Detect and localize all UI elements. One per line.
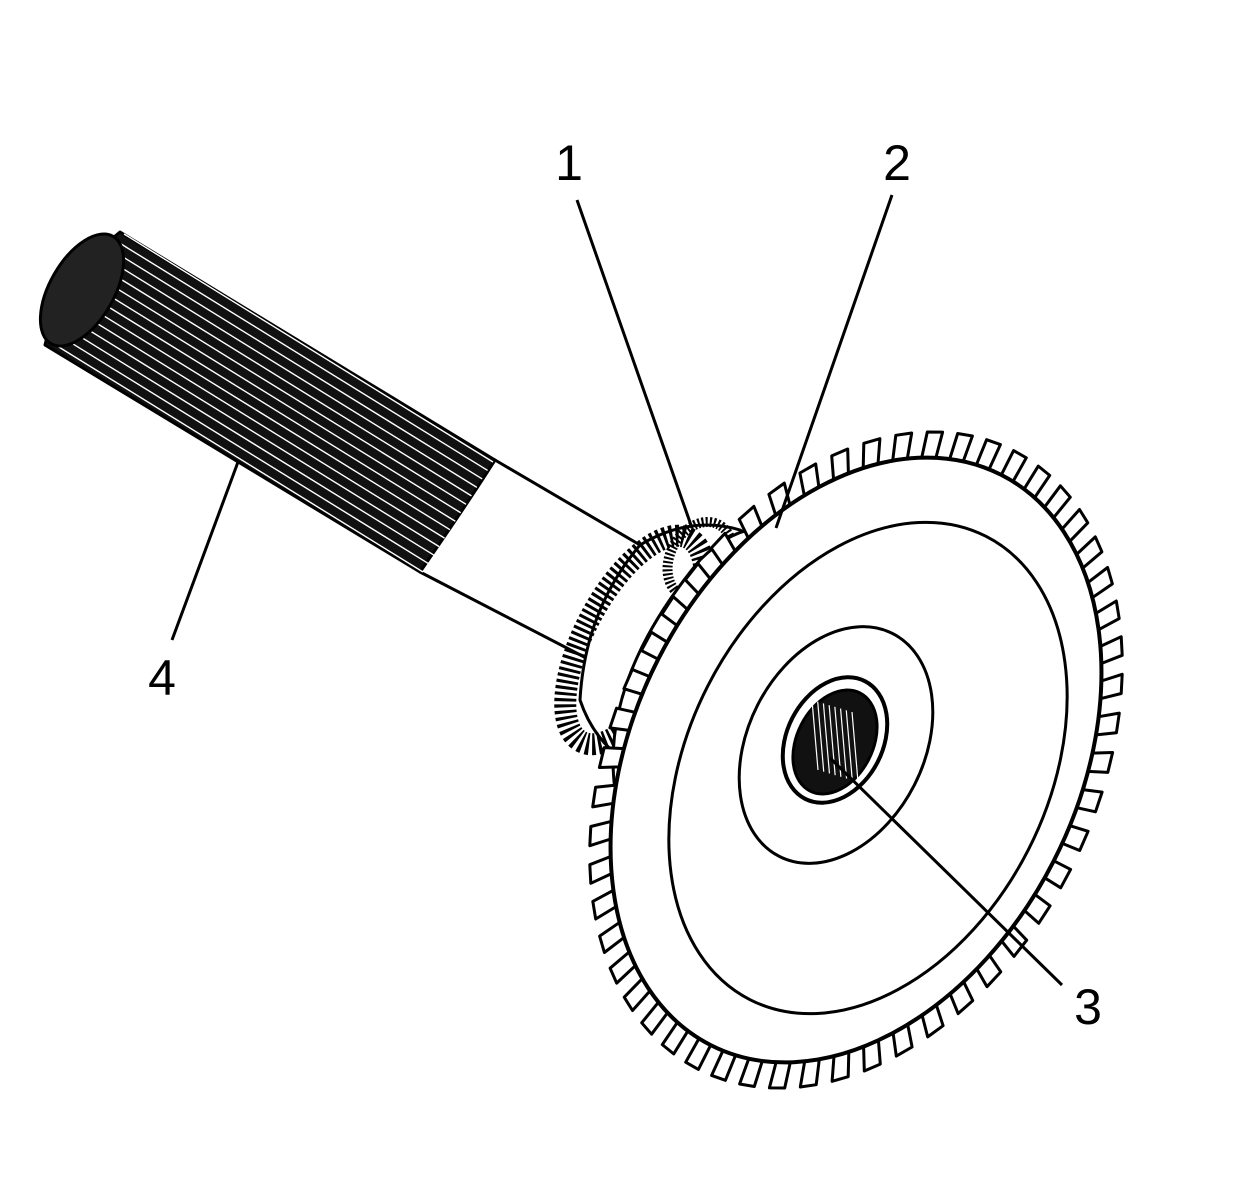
bore-spline-line: [817, 701, 825, 772]
shaft-spline-line: [64, 326, 435, 556]
gear-tooth: [1098, 635, 1124, 665]
shaft-spline-line: [59, 334, 429, 565]
gear-tooth: [588, 819, 614, 848]
shaft-spline-line: [102, 267, 472, 497]
leader-line-1: [575, 199, 694, 529]
shaft-spline-line: [112, 250, 483, 480]
leader-lines: [170, 194, 1064, 987]
shaft-spline-line: [85, 292, 456, 522]
shaft-spline-line: [96, 275, 467, 505]
callouts: 1 2 3 4: [148, 135, 1102, 1035]
bore-spline-line: [845, 710, 853, 781]
gear-tooth: [920, 430, 945, 460]
callout-2: 2: [883, 135, 911, 191]
internal-spline-bore: [780, 675, 890, 805]
callout-4: 4: [148, 650, 176, 706]
shaft-spline-line: [91, 284, 462, 514]
gear-tooth: [767, 1060, 792, 1090]
leader-line-2: [774, 194, 894, 529]
shaft-spline-line: [107, 258, 478, 488]
shaft-spline-line: [53, 343, 424, 573]
bore-spline-line: [839, 708, 848, 779]
shaft-spline-line: [80, 301, 451, 531]
bore-spline-line: [851, 711, 859, 783]
bore-spline-line: [811, 699, 819, 771]
bore-spline-line: [834, 706, 842, 777]
gear-tooth: [588, 855, 614, 885]
shaft-spline-lines: [53, 233, 494, 573]
leader-line-3: [828, 756, 1064, 987]
shaft-spline-line: [75, 309, 445, 539]
gear-tooth: [1098, 672, 1124, 701]
callout-1: 1: [555, 135, 583, 191]
shaft-spline-line: [118, 241, 488, 472]
shaft-spline-line: [69, 318, 440, 548]
leader-line-4: [170, 461, 240, 641]
shaft-end-cap: [38, 232, 126, 348]
callout-3: 3: [1074, 979, 1102, 1035]
gear-tooth: [738, 1057, 764, 1088]
shaft: [38, 230, 642, 662]
gear-tooth: [948, 432, 974, 463]
shaft-spline-line: [123, 233, 494, 463]
gear-face-groove: [667, 520, 1069, 1016]
bore-spline-line: [822, 703, 831, 774]
